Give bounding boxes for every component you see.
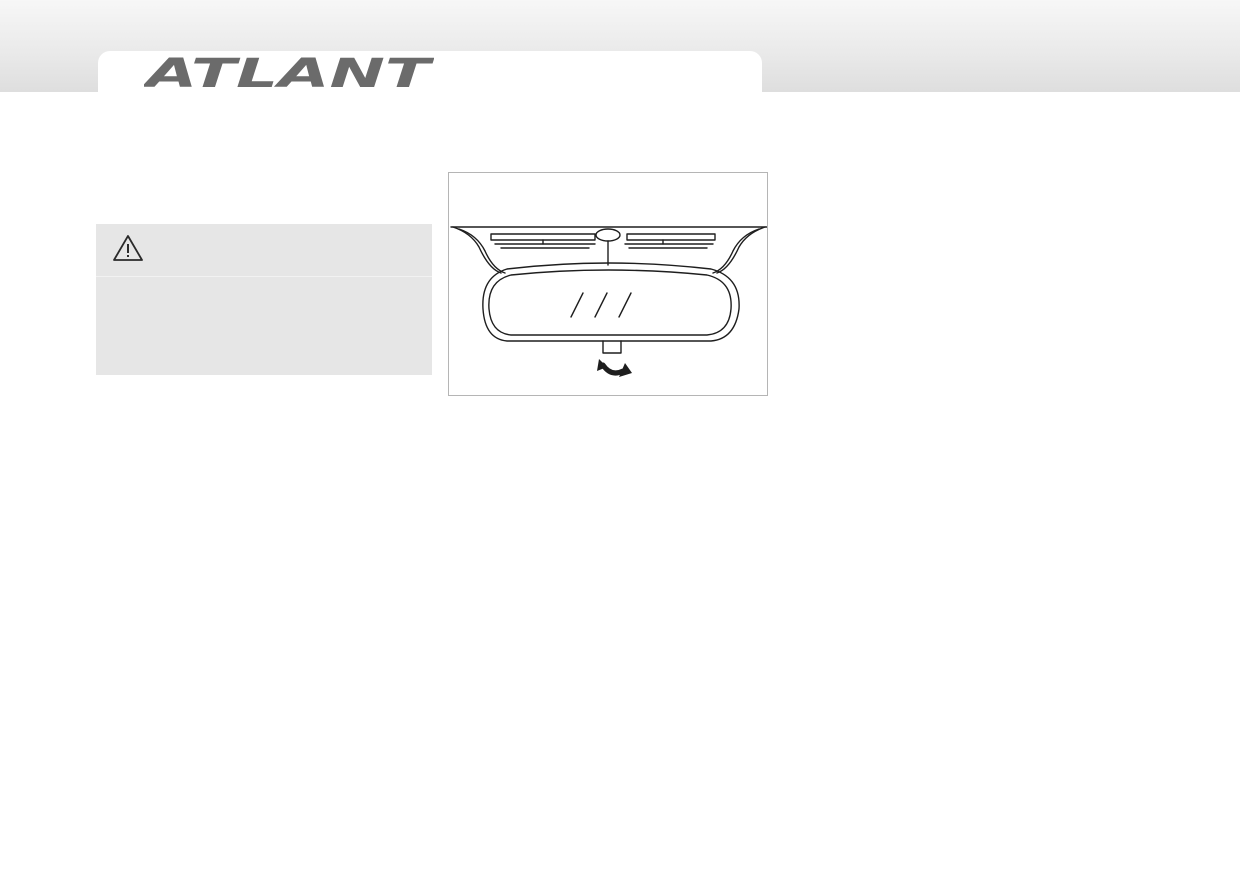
rear-view-mirror-icon bbox=[450, 226, 767, 377]
warning-header bbox=[96, 224, 432, 277]
rotate-arrow-icon bbox=[597, 359, 632, 377]
warning-triangle-icon bbox=[113, 235, 143, 261]
svg-text:ATLANT: ATLANT bbox=[144, 56, 434, 90]
atlant-logo-icon: ATLANT bbox=[144, 56, 434, 90]
page-header-tab bbox=[98, 51, 762, 92]
mirror-illustration bbox=[448, 172, 768, 396]
warning-box bbox=[96, 224, 432, 375]
